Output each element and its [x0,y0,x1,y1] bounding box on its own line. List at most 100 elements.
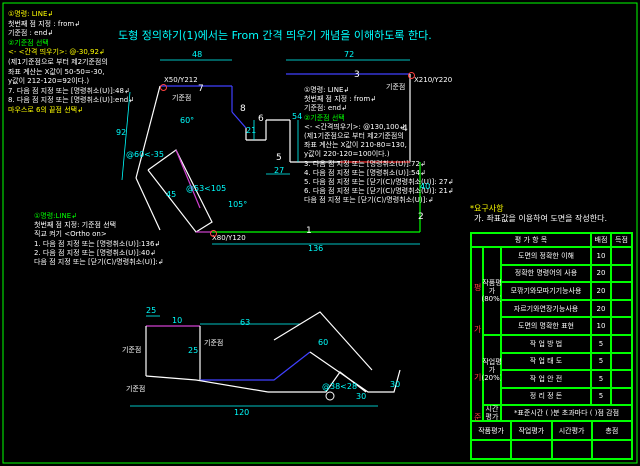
grade-row-score: 5 [591,335,611,353]
grade-section-label: 가 [474,325,482,334]
grade-row-item: 작 업 방 법 [501,335,591,353]
grade-header-got: 득점 [611,233,632,247]
base-point-marker [160,84,167,91]
angle-60: 60° [180,116,195,125]
grade-footer-label: 작업평가 [511,421,552,440]
base-point-label: 기준점 [126,385,146,393]
note-line: 다음 점 지정 또는 [닫기(C)/명령취소(U)]:↲ [304,196,434,205]
note-line: 3. 다음 점 지정 또는 [명령취소(U)]:72↲ [304,159,426,168]
grade-group-3: 시간평가 [483,405,501,421]
grade-row-score: 5 [591,370,611,388]
note-line: 2. 다음 점 지정 또는 [명령취소(U)]:40↲ [34,248,156,257]
note-line: 기준점 : end↲ [8,29,54,38]
grade-row-got [611,247,632,265]
note-line: 좌표 계산는 X값이 50-50=-30, [8,67,105,76]
dim-27: 27 [274,166,285,175]
note-line: ①명령: LINE↲ [8,10,54,18]
dim-54: 54 [292,112,303,121]
note-line: 7. 다음 점 지정 또는 [명령취소(U)]:48↲ [8,86,130,95]
angle-vector-2: @53<105 [186,184,227,193]
segment-number: 5 [276,153,282,163]
dim-25-top: 25 [146,306,157,315]
grade-footer-value [471,440,512,459]
dim-40: 40 [420,182,431,191]
grade-section-label: 기 [474,373,482,382]
dim-63: 63 [240,318,251,327]
note-line: ①명령: LINE↲ [304,86,350,94]
grade-row-item: 정 리 정 돈 [501,387,591,405]
note-line: ②기준점 선택 [304,113,345,122]
grade-row-got [611,299,632,318]
dim-45: 45 [166,190,177,199]
base-point-marker [408,72,415,79]
grade-row-item: 자르기와연장기능사용 [501,299,591,318]
dim-136: 136 [308,244,324,253]
base-point-marker [210,230,217,237]
dimension-lines [121,59,420,407]
grade-row-got [611,264,632,283]
grade-row-item: 도면의 명확한 표현 [501,317,591,335]
note-line: 1. 다음 점 지정 또는 [명령취소(U)]:136↲ [34,239,161,248]
grade-header-item: 평 가 항 목 [471,233,591,247]
note-line: 8. 다음 점 지정 또는 [명령취소(U)]:end↲ [8,96,135,105]
note-line: (제1기준점으로 부터 제2기준점의 [8,58,108,66]
base-point-label: 기준점 [122,346,142,354]
requirements-heading: *요구사항 [470,204,504,213]
grade-row-score: 10 [591,247,611,265]
note-line: 첫번째 점 지정 : from↲ [304,95,377,104]
segment-number: 2 [418,212,424,222]
point-label-3: X80/Y120 [212,234,246,242]
shape-left-inner [147,149,213,233]
note-line: 다음 점 지정 또는 [닫기(C)/명령취소(U)]:↲ [34,258,164,266]
grade-row-item: 모깎기와모따기기능사용 [501,282,591,300]
dim-38: @38<28 [322,382,358,391]
dim-21: 21 [246,126,257,135]
note-line: 4. 다음 점 지정 또는 [명령취소(U)]:54↲ [304,168,426,177]
note-line: 좌표 계산는 X값이 210-80=130, [304,141,407,150]
note-line: y값이 212-120=92이다.) [8,77,90,86]
segment-number: 4 [402,124,408,134]
note-line: 직교 켜기 <Ortho on> [34,230,107,239]
segment-number: 1 [306,226,312,236]
grade-row-got [611,352,632,370]
dim-72: 72 [344,50,355,59]
base-point-label: 기준점 [386,83,406,91]
base-point-label: 기준점 [204,339,224,347]
note-line: y값이 220-120=100이다.) [304,150,390,159]
note-line: 마우스로 6의 끝점 선택↲ [8,106,83,114]
grade-group-1: 작품평가 (80%) [482,247,503,335]
note-line: (제1기준점으로 부터 제2기준점의 [304,132,404,140]
base-line [196,162,421,233]
segment-number: 7 [198,84,204,94]
grade-time-row: *표준시간 ( )분 초과마다 ( )점 감점 [501,405,632,421]
requirements-body: 가. 좌표값을 이용하여 도면을 작성한다. [474,214,608,223]
dim-10: 10 [172,316,183,325]
grade-row-got [611,335,632,353]
point-label-1: X50/Y212 [164,76,198,84]
grade-row-score: 10 [591,317,611,335]
grade-row-score: 5 [591,387,611,405]
note-line: 5. 다음 점 지정 또는 [닫기(C)/명령취소(U)]: 27↲ [304,178,454,186]
grade-footer-label: 시간평가 [551,421,592,440]
dim-30a: 30 [390,380,401,389]
grade-section-col [471,247,483,421]
grade-row-score: 20 [591,264,611,283]
grade-row-score: 20 [591,282,611,300]
grade-footer-value [591,440,632,459]
grade-row-got [611,370,632,388]
grade-footer-label: 작품평가 [471,421,512,440]
segment-number: 3 [354,70,360,80]
grade-row-got [611,387,632,405]
segment-number: 8 [240,104,246,114]
grade-row-got [611,317,632,335]
grade-footer-value [551,440,592,459]
dim-92: 92 [116,128,127,137]
grade-section-label: 평 [474,283,482,292]
grade-row-score: 20 [591,299,611,318]
grade-row-item: 정확한 명령어의 사용 [501,264,591,283]
note-line: ①명령:LINE↲ [34,212,78,220]
note-line: ②기준점 선택 [8,38,49,47]
angle-vector: @60<-35 [126,150,164,159]
note-line: 기준점: end↲ [304,104,347,113]
grade-row-item: 작 업 태 도 [501,352,591,370]
